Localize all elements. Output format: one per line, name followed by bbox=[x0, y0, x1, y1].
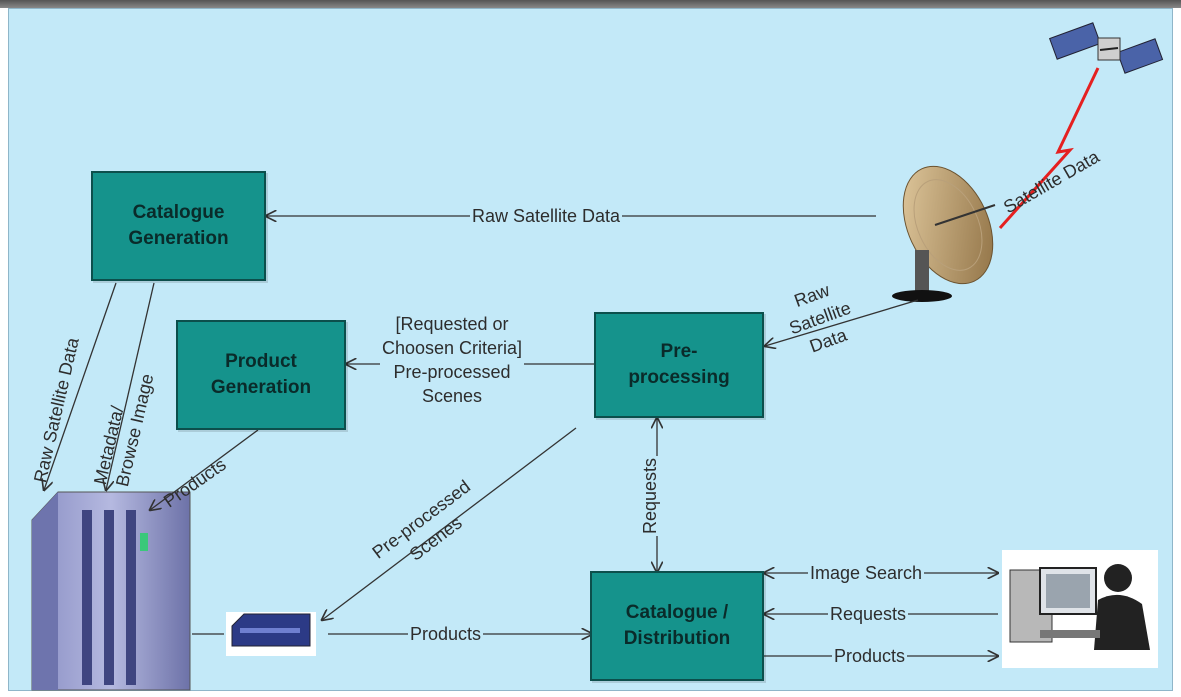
user-computer-icon bbox=[1002, 550, 1158, 668]
signal-bolt-icon bbox=[998, 67, 1100, 230]
catalogue-generation-box: Catalogue Generation bbox=[91, 171, 266, 281]
products-bottom-label: Products bbox=[408, 624, 484, 645]
image-search-label: Image Search bbox=[808, 563, 925, 584]
top-border bbox=[0, 0, 1181, 8]
catalogue-distribution-box: Catalogue / Distribution bbox=[590, 571, 764, 681]
storage-server-icon bbox=[31, 491, 191, 691]
criteria-scenes-label: [Requested or Choosen Criteria] Pre-proc… bbox=[380, 312, 525, 408]
product-generation-box: Product Generation bbox=[176, 320, 346, 430]
satellite-dish-icon bbox=[892, 165, 996, 302]
requests-user-label: Requests bbox=[828, 604, 909, 625]
satellite-icon bbox=[1048, 22, 1164, 74]
rack-server-icon bbox=[226, 612, 316, 656]
pre-processing-box: Pre- processing bbox=[594, 312, 764, 418]
raw-satellite-data-label: Raw Satellite Data bbox=[470, 206, 623, 227]
products-user-label: Products bbox=[832, 646, 908, 667]
requests-vertical-label: Requests bbox=[640, 455, 661, 536]
